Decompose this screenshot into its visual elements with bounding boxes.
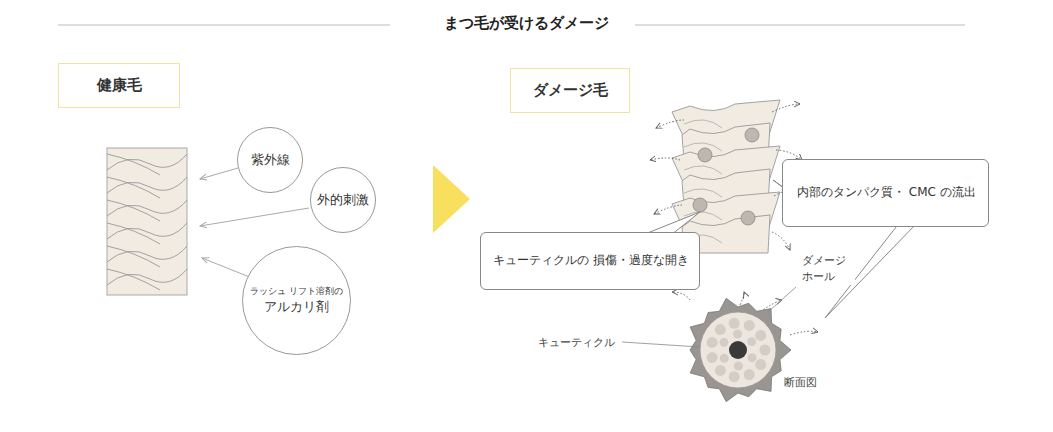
outflow-arrow xyxy=(672,292,690,300)
scale-stroke xyxy=(107,200,160,221)
outflow-arrow xyxy=(656,120,684,128)
fiber xyxy=(720,354,729,363)
outflow-arrow xyxy=(772,104,800,112)
scale-stroke xyxy=(107,154,160,175)
damaged-hair xyxy=(672,100,780,253)
fiber xyxy=(734,361,743,370)
cross-section xyxy=(690,298,791,401)
fiber xyxy=(715,324,726,335)
callout-box: キューティクルの 損傷・過度な開き xyxy=(480,232,700,290)
cortex xyxy=(700,312,776,388)
outflow-arrow xyxy=(654,205,682,214)
fiber xyxy=(707,337,718,348)
damage-hole xyxy=(741,211,755,225)
part-label: キューティクル xyxy=(536,335,617,351)
title-rule xyxy=(58,25,390,26)
fiber xyxy=(747,337,756,346)
scale-stroke xyxy=(684,166,722,174)
fiber xyxy=(729,371,740,382)
outflow-arrow xyxy=(740,292,744,305)
scale-stroke xyxy=(684,189,722,197)
node-text: 紫外線 xyxy=(251,151,290,170)
factor-circle: 外的刺激 xyxy=(310,167,376,233)
leader-line xyxy=(202,258,252,278)
node-text: キューティクルの 損傷・過度な開き xyxy=(493,252,689,269)
outflow-arrow xyxy=(790,331,818,335)
fiber xyxy=(748,353,757,362)
node-text: ラッシュ リフト溶剤の xyxy=(250,285,343,298)
fiber xyxy=(755,359,766,370)
fiber xyxy=(755,330,766,341)
transition-arrow xyxy=(433,165,470,233)
fiber xyxy=(719,338,728,347)
scale-stroke xyxy=(107,177,160,198)
title-bar: まつ毛が受けるダメージ xyxy=(0,14,1053,33)
part-label: 断面図 xyxy=(782,375,819,391)
outflow-arrow xyxy=(650,158,680,160)
title: まつ毛が受けるダメージ xyxy=(434,14,619,32)
healthy-hair xyxy=(107,148,187,295)
fiber xyxy=(744,320,755,331)
scale-stroke xyxy=(107,246,160,267)
callout-box: 内部のタンパク質・ CMC の流出 xyxy=(782,159,989,227)
leader-line xyxy=(200,168,238,179)
scale-stroke xyxy=(107,223,160,244)
cuticle-ring xyxy=(690,298,791,401)
scale-stroke xyxy=(107,269,160,290)
factor-circle: ラッシュ リフト溶剤のアルカリ剤 xyxy=(242,246,351,355)
damage-hole xyxy=(745,128,759,142)
cuticle-scales xyxy=(107,154,187,290)
node-text: 内部のタンパク質・ CMC の流出 xyxy=(797,184,976,201)
fiber xyxy=(744,369,755,380)
heading-box: 健康毛 xyxy=(58,63,180,108)
fiber xyxy=(707,352,718,363)
damage-hole xyxy=(693,198,707,212)
medulla xyxy=(729,341,747,359)
outflow-arrow xyxy=(772,232,790,250)
leader-line xyxy=(200,208,309,226)
factor-circle: 紫外線 xyxy=(237,127,303,193)
node-text: 健康毛 xyxy=(97,75,142,97)
fiber xyxy=(760,345,771,356)
heading-box: ダメージ毛 xyxy=(510,68,630,113)
damage-hole xyxy=(698,148,712,162)
leader-line xyxy=(622,342,700,347)
fiber xyxy=(715,365,726,376)
scale-stroke xyxy=(684,120,722,128)
part-label: ダメージ ホール xyxy=(800,253,855,285)
node-text: ダメージ毛 xyxy=(533,80,608,102)
leader-line xyxy=(768,287,796,312)
node-text: 外的刺激 xyxy=(317,191,369,210)
title-rule xyxy=(635,25,965,26)
node-text: アルカリ剤 xyxy=(264,298,329,317)
fiber xyxy=(729,318,740,329)
fiber xyxy=(733,330,742,339)
